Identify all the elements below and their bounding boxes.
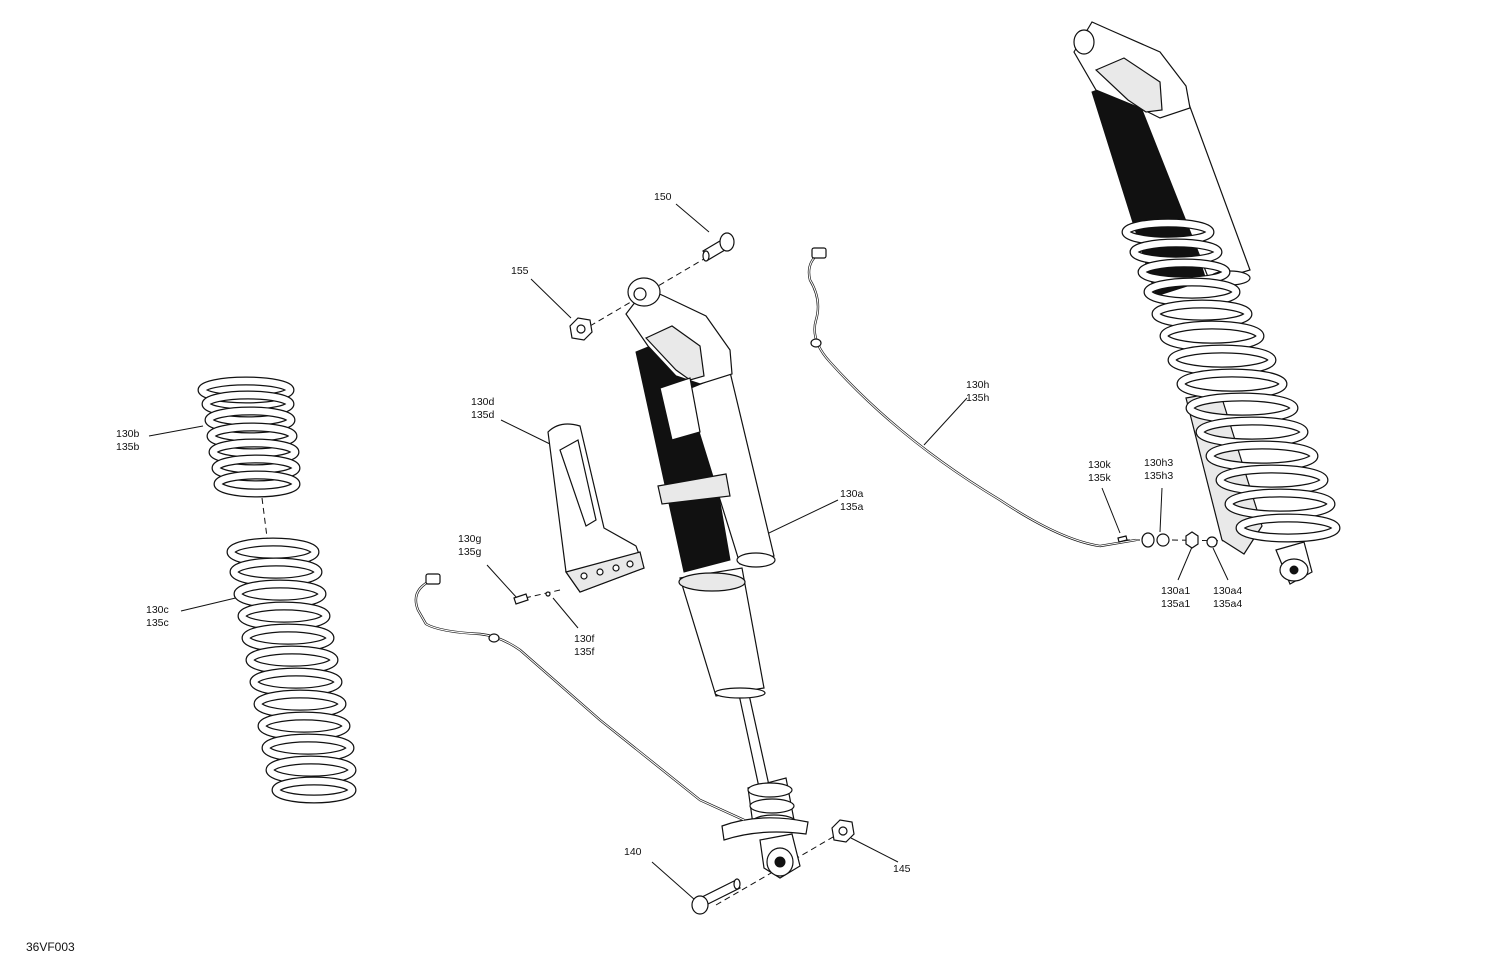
lower-spring xyxy=(226,537,357,804)
leader-lines xyxy=(148,203,1229,901)
right-sensor-cable xyxy=(807,247,1218,549)
shock-guard-bracket xyxy=(547,423,645,593)
callout-130c: 130c 135c xyxy=(146,604,169,629)
small-screws xyxy=(513,591,551,605)
diagram-reference-code: 36VF003 xyxy=(26,940,75,954)
callout-130a: 130a 135a xyxy=(840,488,864,513)
lower-nut xyxy=(831,819,855,843)
callout-130h3: 130h3 135h3 xyxy=(1144,457,1174,482)
upper-nut xyxy=(569,317,593,341)
callout-130g: 130g 135g xyxy=(458,533,482,558)
lower-bolt xyxy=(691,878,741,915)
callout-130a4: 130a4 135a4 xyxy=(1213,585,1243,610)
callout-145: 145 xyxy=(893,863,911,875)
callout-130k: 130k 135k xyxy=(1088,459,1111,484)
upper-bolt xyxy=(702,232,735,262)
callout-150: 150 xyxy=(654,191,672,203)
callout-130h: 130h 135h xyxy=(966,379,990,404)
callout-140: 140 xyxy=(624,846,642,858)
center-sensor-cable xyxy=(414,573,745,822)
callout-130f: 130f 135f xyxy=(574,633,595,658)
callout-155: 155 xyxy=(511,265,529,277)
right-shock-assembly xyxy=(1073,21,1341,585)
assembly-axis-lines xyxy=(261,255,1237,906)
center-shock xyxy=(625,277,809,879)
callout-130b: 130b 135b xyxy=(116,428,140,453)
callout-130d: 130d 135d xyxy=(471,396,495,421)
callout-130a1: 130a1 135a1 xyxy=(1161,585,1191,610)
upper-spring xyxy=(197,376,301,498)
